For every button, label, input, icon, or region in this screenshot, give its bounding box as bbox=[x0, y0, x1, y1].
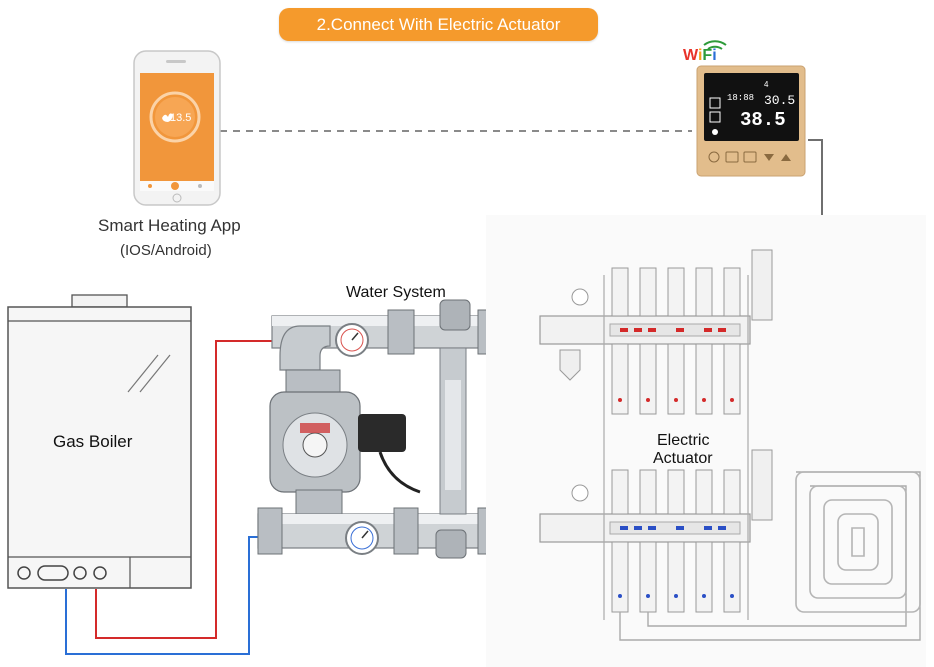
thermostat-menu-button[interactable] bbox=[725, 151, 739, 163]
manifold bbox=[486, 215, 926, 667]
wifi-icon bbox=[703, 40, 727, 46]
gas-boiler bbox=[7, 294, 192, 589]
power-icon[interactable] bbox=[708, 151, 720, 163]
smartphone: 13.5 bbox=[133, 50, 221, 206]
thermostat-clock: 18:88 bbox=[727, 93, 754, 103]
wifi-thermostat: WiFi 4 18:88 30.5 38.5 bbox=[683, 40, 806, 177]
water-system-pump-group bbox=[257, 299, 503, 559]
diagram-title-banner: 2.Connect With Electric Actuator bbox=[279, 8, 598, 41]
gas-boiler-label: Gas Boiler bbox=[53, 432, 133, 451]
app-platforms-label: (IOS/Android) bbox=[120, 242, 212, 259]
thermostat-zone: 4 bbox=[764, 80, 769, 89]
flame-icon bbox=[162, 113, 173, 122]
down-arrow-icon[interactable] bbox=[764, 154, 774, 161]
electric-actuator-label-line2: Actuator bbox=[653, 450, 713, 467]
floor-heating-loop bbox=[795, 471, 921, 613]
wifi-logo: WiFi bbox=[683, 47, 717, 64]
electric-actuators bbox=[611, 469, 741, 613]
up-arrow-icon[interactable] bbox=[781, 154, 791, 161]
thermostat-room-temperature: 38.5 bbox=[740, 109, 786, 131]
pump-control-box bbox=[358, 414, 406, 452]
electric-actuator-label-line1: Electric bbox=[657, 432, 710, 449]
hot-supply-pipe bbox=[95, 340, 272, 639]
phone-temperature: 13.5 bbox=[170, 112, 191, 124]
cold-return-pipe bbox=[65, 536, 258, 655]
water-system-label: Water System bbox=[346, 284, 446, 301]
thermostat-mode-button[interactable] bbox=[743, 151, 757, 163]
app-name-label: Smart Heating App bbox=[98, 216, 241, 235]
thermostat-set-temperature: 30.5 bbox=[764, 93, 795, 108]
